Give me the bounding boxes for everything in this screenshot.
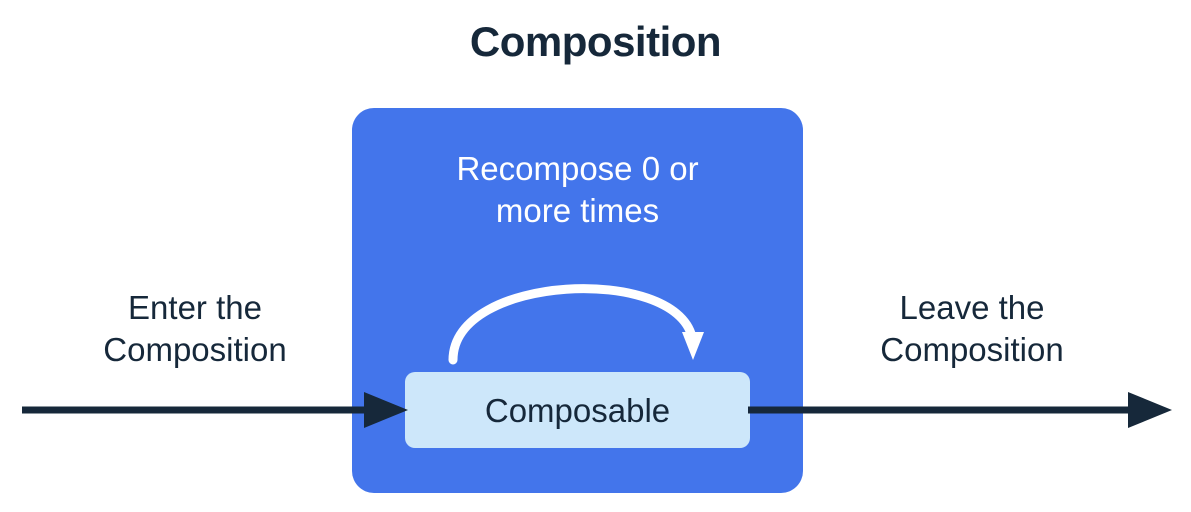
composable-box: Composable [405,372,750,448]
enter-composition-arrow-icon [22,392,408,428]
leave-composition-label-line-1: Leave the [899,289,1045,326]
enter-composition-label-line-2: Composition [103,331,287,369]
leave-composition-label: Leave the Composition [812,287,1132,371]
recompose-caption: Recompose 0 or more times [352,148,803,232]
recompose-loop-arrow-icon [448,284,704,365]
page-title: Composition [469,18,722,65]
enter-composition-label-line-1: Enter the [128,289,262,326]
recompose-caption-line-2: more times [495,192,660,230]
composable-label: Composable [484,391,671,429]
leave-composition-arrow-icon [748,392,1172,428]
enter-composition-label: Enter the Composition [35,287,355,371]
leave-composition-label-line-2: Composition [880,331,1064,369]
recompose-caption-line-1: Recompose 0 or [456,150,699,187]
